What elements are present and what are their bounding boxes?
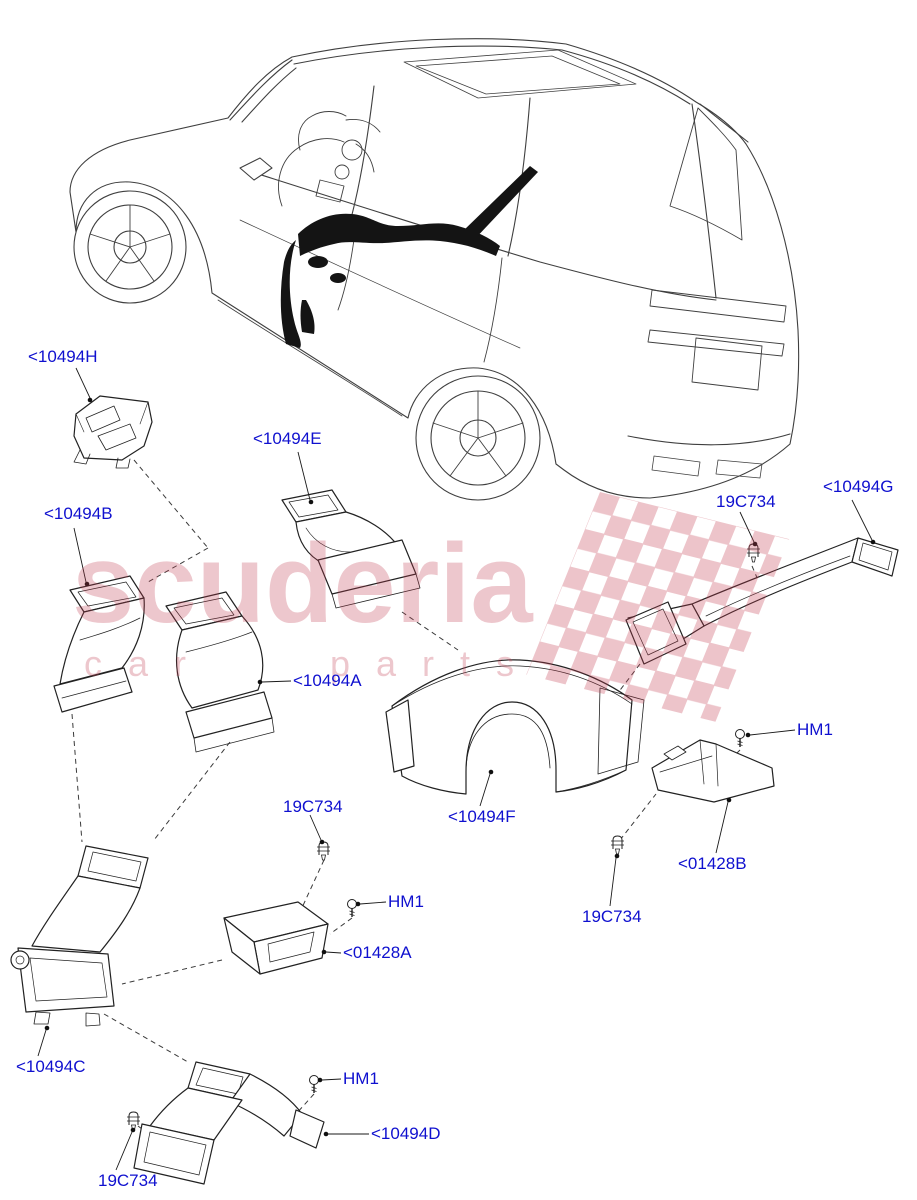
part-label-hm1-3[interactable]: HM1 — [343, 1069, 379, 1088]
watermark-tagline-word1: car — [84, 643, 212, 684]
part-label-10494f[interactable]: <10494F — [448, 807, 516, 826]
watermark-brand-text: scuderia — [72, 521, 533, 646]
part-label-01428a[interactable]: <01428A — [343, 943, 412, 962]
license-plate — [691, 337, 763, 391]
side-mirror — [239, 157, 273, 181]
label-leader-lines — [37, 367, 873, 1171]
fastener-screw-icon — [346, 898, 358, 918]
part-label-01428b[interactable]: <01428B — [678, 854, 747, 873]
fastener-screw-icon — [308, 1074, 320, 1094]
leader-dots — [44, 397, 876, 1137]
vehicle-body-outline — [69, 38, 800, 499]
part-label-10494c[interactable]: <10494C — [16, 1057, 86, 1076]
fastener-clip-icon — [316, 841, 331, 861]
part-label-hm1-2[interactable]: HM1 — [388, 892, 424, 911]
part-label-19c734-4[interactable]: 19C734 — [98, 1171, 158, 1190]
part-label-10494g[interactable]: <10494G — [823, 477, 894, 496]
part-10494d-duct — [133, 1061, 325, 1185]
rear-wheel — [415, 375, 541, 501]
installed-duct-assembly — [280, 166, 538, 348]
part-10494f-duct — [385, 659, 645, 795]
watermark-tagline-word2: parts — [330, 643, 540, 684]
part-10494b-duct — [53, 575, 145, 713]
part-10494c-duct — [10, 845, 149, 1027]
part-10494e-duct — [281, 489, 421, 609]
brand-watermark: scuderia car parts — [72, 521, 540, 684]
vehicle-illustration — [69, 38, 800, 501]
part-label-19c734-3[interactable]: 19C734 — [582, 907, 642, 926]
part-01428a-duct — [223, 901, 329, 975]
part-label-10494a[interactable]: <10494A — [293, 671, 362, 690]
part-10494h-bracket — [73, 395, 153, 469]
front-wheel — [73, 190, 187, 304]
part-label-10494d[interactable]: <10494D — [371, 1124, 441, 1143]
part-label-10494h[interactable]: <10494H — [28, 347, 98, 366]
part-10494a-duct — [165, 591, 275, 753]
part-01428b-bracket — [651, 739, 775, 803]
hvac-unit — [278, 111, 381, 207]
part-label-19c734-2[interactable]: 19C734 — [283, 797, 343, 816]
fastener-clip-icon — [610, 835, 625, 855]
part-label-hm1-1[interactable]: HM1 — [797, 720, 833, 739]
checkered-flag-watermark — [526, 492, 790, 722]
part-label-19c734-1[interactable]: 19C734 — [716, 492, 776, 511]
fastener-clip-icon — [126, 1111, 141, 1131]
part-label-10494b[interactable]: <10494B — [44, 504, 113, 523]
fastener-screw-icon — [734, 728, 746, 748]
part-label-10494e[interactable]: <10494E — [253, 429, 322, 448]
